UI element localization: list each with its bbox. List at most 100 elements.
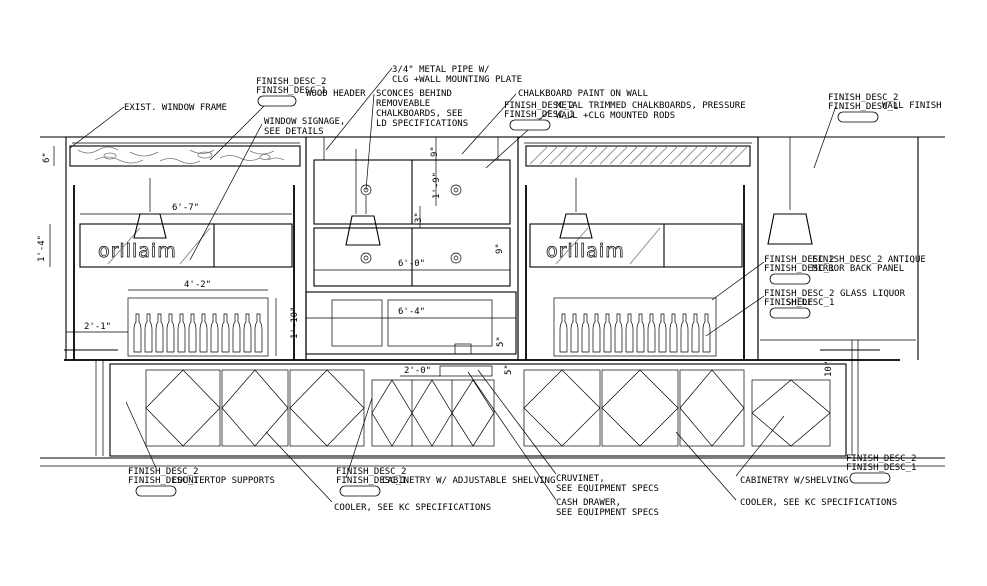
liquor-bottle [166,313,175,353]
liquor-bottle [199,313,208,353]
dim-6in: 6" [42,152,52,163]
liquor-bottle [144,313,153,353]
finish-tag-chalk-top: FINISH_DESC_2 [504,101,574,111]
annotation-notes: EXIST. WINDOW FRAME WOOD HEADER WINDOW S… [124,65,942,518]
signage-brand-left: orillaim [98,240,177,262]
finish-tag-supports-top: FINISH_DESC_2 [128,467,198,477]
dim-5in-b: 5" [504,364,514,375]
finish-tag-mirror-top: FINISH_DESC_2 [764,255,834,265]
finish-tag-chalk-bottom: FINISH_DESC_1 [504,110,574,120]
finish-tag-wall: FINISH_DESC_2 FINISH_DESC_1 [828,93,898,123]
note-window-signage-1: WINDOW SIGNAGE, [264,117,345,127]
finish-tag-rwall-bottom: FINISH_DESC_1 [846,463,916,473]
finish-tag-header-bottom: FINISH_DESC_1 [256,86,326,96]
dim-1-4: 1'-4" [37,235,47,262]
finish-tag-cabinetry: FINISH_DESC_2 FINISH_DESC_1 [336,467,406,497]
liquor-bottle [177,313,186,353]
note-sconces-3: CHALKBOARDS, SEE [376,109,463,119]
note-chalkboard-paint: CHALKBOARD PAINT ON WALL [518,89,648,99]
note-antique-mirror-2: MIRROR BACK PANEL [812,264,904,274]
note-glass-liquor: GLASS LIQUOR [840,289,906,299]
cabinetry-shelving [751,379,831,447]
finish-tag-right-wall: FINISH_DESC_2 FINISH_DESC_1 [846,454,916,484]
finish-tag-chalkboard: FINISH_DESC_2 FINISH_DESC_1 [504,101,574,131]
note-cash-drawer-2: SEE EQUIPMENT SPECS [556,508,659,518]
leader-lines [69,67,837,503]
finish-tag-supports-bottom: FINISH_DESC_1 [128,476,198,486]
window-signage-left: orillaim [73,185,295,360]
liquor-bottle [254,313,263,353]
pendant-light-right-window [559,178,593,239]
dim-9in-b: 9" [495,243,505,254]
bar-countertop [64,349,900,456]
liquor-bottle [603,313,612,353]
finish-tag-header: FINISH_DESC_2 FINISH_DESC_1 [256,77,326,107]
glass-liquor-shelf-right [553,297,717,357]
liquor-bottle [570,313,579,353]
cooler-left [145,369,365,447]
note-cooler-right: COOLER, SEE KC SPECIFICATIONS [740,498,897,508]
dim-6-4: 6'-4" [398,307,425,317]
lower-cabinetry [109,363,847,457]
finish-tag-shelf-bottom: FINISH_DESC_1 [764,298,834,308]
note-countertop-supports: COUNTERTOP SUPPORTS [172,476,275,486]
liquor-bottle [155,313,164,353]
dim-3in: 3" [414,212,424,223]
liquor-bottles-left [133,313,263,353]
signage-brand-right: orillaim [546,240,625,262]
note-shelf: SHELF [786,298,813,308]
liquor-bottle [658,313,667,353]
dim-4-2: 4'-2" [184,280,211,290]
pendant-light-center [345,196,381,246]
note-exist-window-frame: EXIST. WINDOW FRAME [124,103,227,113]
liquor-bottle [232,313,241,353]
finish-tag-shelf-top: FINISH_DESC_2 [764,289,834,299]
dimension-lines: 6" 1'-4" 6'-7" 4'-2" 2'-1" 1'-10" 9" 1'-… [37,137,834,377]
note-metal-pipe-2: CLG +WALL MOUNTING PLATE [392,75,522,85]
window-signage-right: orillaim [525,185,745,360]
note-metal-trimmed-2: WALL +CLG MOUNTED RODS [556,111,675,121]
finish-tag-shelf: FINISH_DESC_2 FINISH_DESC_1 [764,289,834,319]
dim-2-0: 2'-0" [404,366,431,376]
liquor-bottle [702,313,711,353]
liquor-bottle [625,313,634,353]
liquor-bottle [669,313,678,353]
note-adjustable-shelving: CABINETRY W/ ADJUSTABLE SHELVING [382,476,555,486]
finish-tag-cab-bottom: FINISH_DESC_1 [336,476,406,486]
wood-header-left [69,145,301,167]
note-sconces-2: REMOVEABLE [376,99,430,109]
liquor-bottle [614,313,623,353]
note-antique-mirror-1: FINISH_DESC_2 ANTIQUE [812,255,926,265]
liquor-bottle [691,313,700,353]
dim-10in: 10" [824,361,834,377]
note-wall-finish: WALL FINISH [882,101,942,111]
note-cruvinet-1: CRUVINET, [556,474,605,484]
wood-header-right [525,145,751,167]
cabinetry-adjustable-shelving [371,365,495,447]
liquor-bottle [647,313,656,353]
liquor-bottle [592,313,601,353]
note-cash-drawer-1: CASH DRAWER, [556,498,621,508]
note-sconces-1: SCONCES BEHIND [376,89,452,99]
note-cabinetry-shelving: CABINETRY W/SHELVING [740,476,848,486]
note-cooler-left: COOLER, SEE KC SPECIFICATIONS [334,503,491,513]
liquor-bottle [636,313,645,353]
dim-1-10: 1'-10" [290,306,300,339]
note-metal-pipe-1: 3/4" METAL PIPE W/ [392,65,490,75]
finish-tag-mirror: FINISH_DESC_2 FINISH_DESC_1 [764,255,834,285]
note-sconces-4: LD SPECIFICATIONS [376,119,468,129]
liquor-bottle [210,313,219,353]
note-cruvinet-2: SEE EQUIPMENT SPECS [556,484,659,494]
liquor-bottle [243,313,252,353]
finish-tag-header-top: FINISH_DESC_2 [256,77,326,87]
liquor-bottle [559,313,568,353]
finish-tag-wall-top: FINISH_DESC_2 [828,93,898,103]
liquor-bottle [581,313,590,353]
note-window-signage-2: SEE DETAILS [264,127,324,137]
note-wood-header: WOOD HEADER [306,89,366,99]
dim-9in: 9" [430,146,440,157]
liquor-bottle [133,313,142,353]
dim-6-0: 6'-0" [398,259,425,269]
